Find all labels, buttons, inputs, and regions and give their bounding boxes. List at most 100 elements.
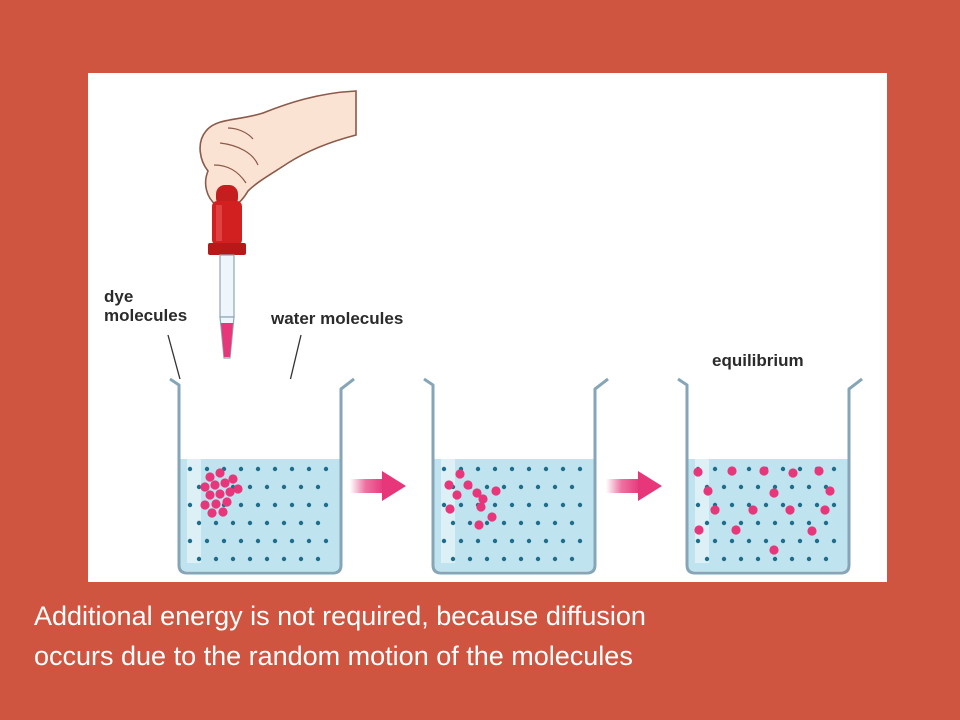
water-molecule — [467, 520, 473, 526]
beaker-3-dye-molecules — [693, 466, 835, 555]
beaker-2-dye-molecules — [444, 469, 501, 530]
dye-molecule — [210, 480, 220, 490]
water-molecule — [458, 538, 464, 544]
water-molecule — [712, 538, 718, 544]
water-molecule — [780, 466, 786, 472]
water-molecule — [789, 556, 795, 562]
water-molecule — [814, 538, 820, 544]
water-molecule — [746, 502, 752, 508]
dye-molecule — [785, 505, 795, 515]
water-molecule — [323, 466, 329, 472]
water-molecule — [289, 538, 295, 544]
water-molecule — [323, 538, 329, 544]
dye-molecule — [444, 480, 454, 490]
water-molecule — [552, 484, 558, 490]
dye-molecule — [220, 478, 230, 488]
hand-illustration — [199, 90, 357, 209]
beaker-2 — [423, 377, 609, 575]
dye-molecule — [215, 489, 225, 499]
water-molecule — [315, 484, 321, 490]
water-molecule — [255, 502, 261, 508]
water-molecule — [543, 466, 549, 472]
water-molecule — [772, 520, 778, 526]
caption-line-1: Additional energy is not required, becau… — [34, 601, 646, 631]
water-molecule — [738, 520, 744, 526]
water-molecule — [797, 538, 803, 544]
water-molecule — [509, 502, 515, 508]
dye-molecule — [218, 507, 228, 517]
water-molecule — [306, 538, 312, 544]
dye-molecule — [215, 468, 225, 478]
water-molecule — [238, 502, 244, 508]
water-molecule — [560, 538, 566, 544]
water-molecule — [712, 466, 718, 472]
water-molecule — [577, 502, 583, 508]
water-molecule — [289, 466, 295, 472]
water-molecule — [755, 520, 761, 526]
beaker-1-water-molecules — [187, 466, 329, 562]
water-molecule — [306, 502, 312, 508]
water-molecule — [230, 520, 236, 526]
water-molecule — [526, 466, 532, 472]
water-molecule — [772, 484, 778, 490]
water-molecule — [187, 502, 193, 508]
dye-molecule — [452, 490, 462, 500]
water-molecule — [484, 484, 490, 490]
dye-molecule — [211, 499, 221, 509]
water-molecule — [298, 484, 304, 490]
water-molecule — [755, 484, 761, 490]
arrow-1 — [350, 471, 406, 501]
dye-molecule — [769, 545, 779, 555]
equilibrium-label: equilibrium — [712, 351, 804, 370]
water-molecule — [577, 538, 583, 544]
water-molecule — [526, 538, 532, 544]
water-molecule — [492, 538, 498, 544]
water-molecule — [569, 484, 575, 490]
water-molecule — [746, 466, 752, 472]
water-molecule — [560, 466, 566, 472]
dye-molecule — [222, 497, 232, 507]
water-molecule — [526, 502, 532, 508]
dye-molecule — [476, 502, 486, 512]
diagram-svg — [167, 90, 863, 575]
dye-molecule — [788, 468, 798, 478]
water-molecule — [272, 538, 278, 544]
water-molecule — [264, 556, 270, 562]
diffusion-diagram: dye molecules water molecules equilibriu… — [88, 73, 887, 582]
water-molecule — [738, 556, 744, 562]
water-molecule — [247, 520, 253, 526]
water-molecule — [814, 502, 820, 508]
water-molecule — [535, 484, 541, 490]
water-molecule — [831, 466, 837, 472]
water-molecule — [298, 556, 304, 562]
water-molecule — [704, 556, 710, 562]
water-molecule — [441, 538, 447, 544]
water-molecule — [492, 466, 498, 472]
water-molecule — [797, 502, 803, 508]
water-molecule — [797, 466, 803, 472]
water-molecule — [704, 520, 710, 526]
water-molecule — [543, 502, 549, 508]
water-molecule — [560, 502, 566, 508]
dye-molecule — [759, 466, 769, 476]
water-molecule — [721, 520, 727, 526]
water-molecule — [196, 484, 202, 490]
water-molecule — [695, 502, 701, 508]
dropper — [208, 185, 246, 359]
water-molecule — [230, 556, 236, 562]
water-molecule — [772, 556, 778, 562]
water-molecule — [441, 502, 447, 508]
water-molecule — [806, 556, 812, 562]
dye-molecule — [455, 469, 465, 479]
water-molecule — [501, 484, 507, 490]
dye-molecule — [748, 505, 758, 515]
dye-molecule — [694, 525, 704, 535]
dye-molecule — [769, 488, 779, 498]
dye-molecule — [491, 486, 501, 496]
water-molecule — [238, 466, 244, 472]
water-molecule — [738, 484, 744, 490]
water-molecule — [272, 466, 278, 472]
water-molecules-label: water molecules — [271, 309, 404, 328]
water-molecule — [221, 538, 227, 544]
water-molecule — [255, 538, 261, 544]
